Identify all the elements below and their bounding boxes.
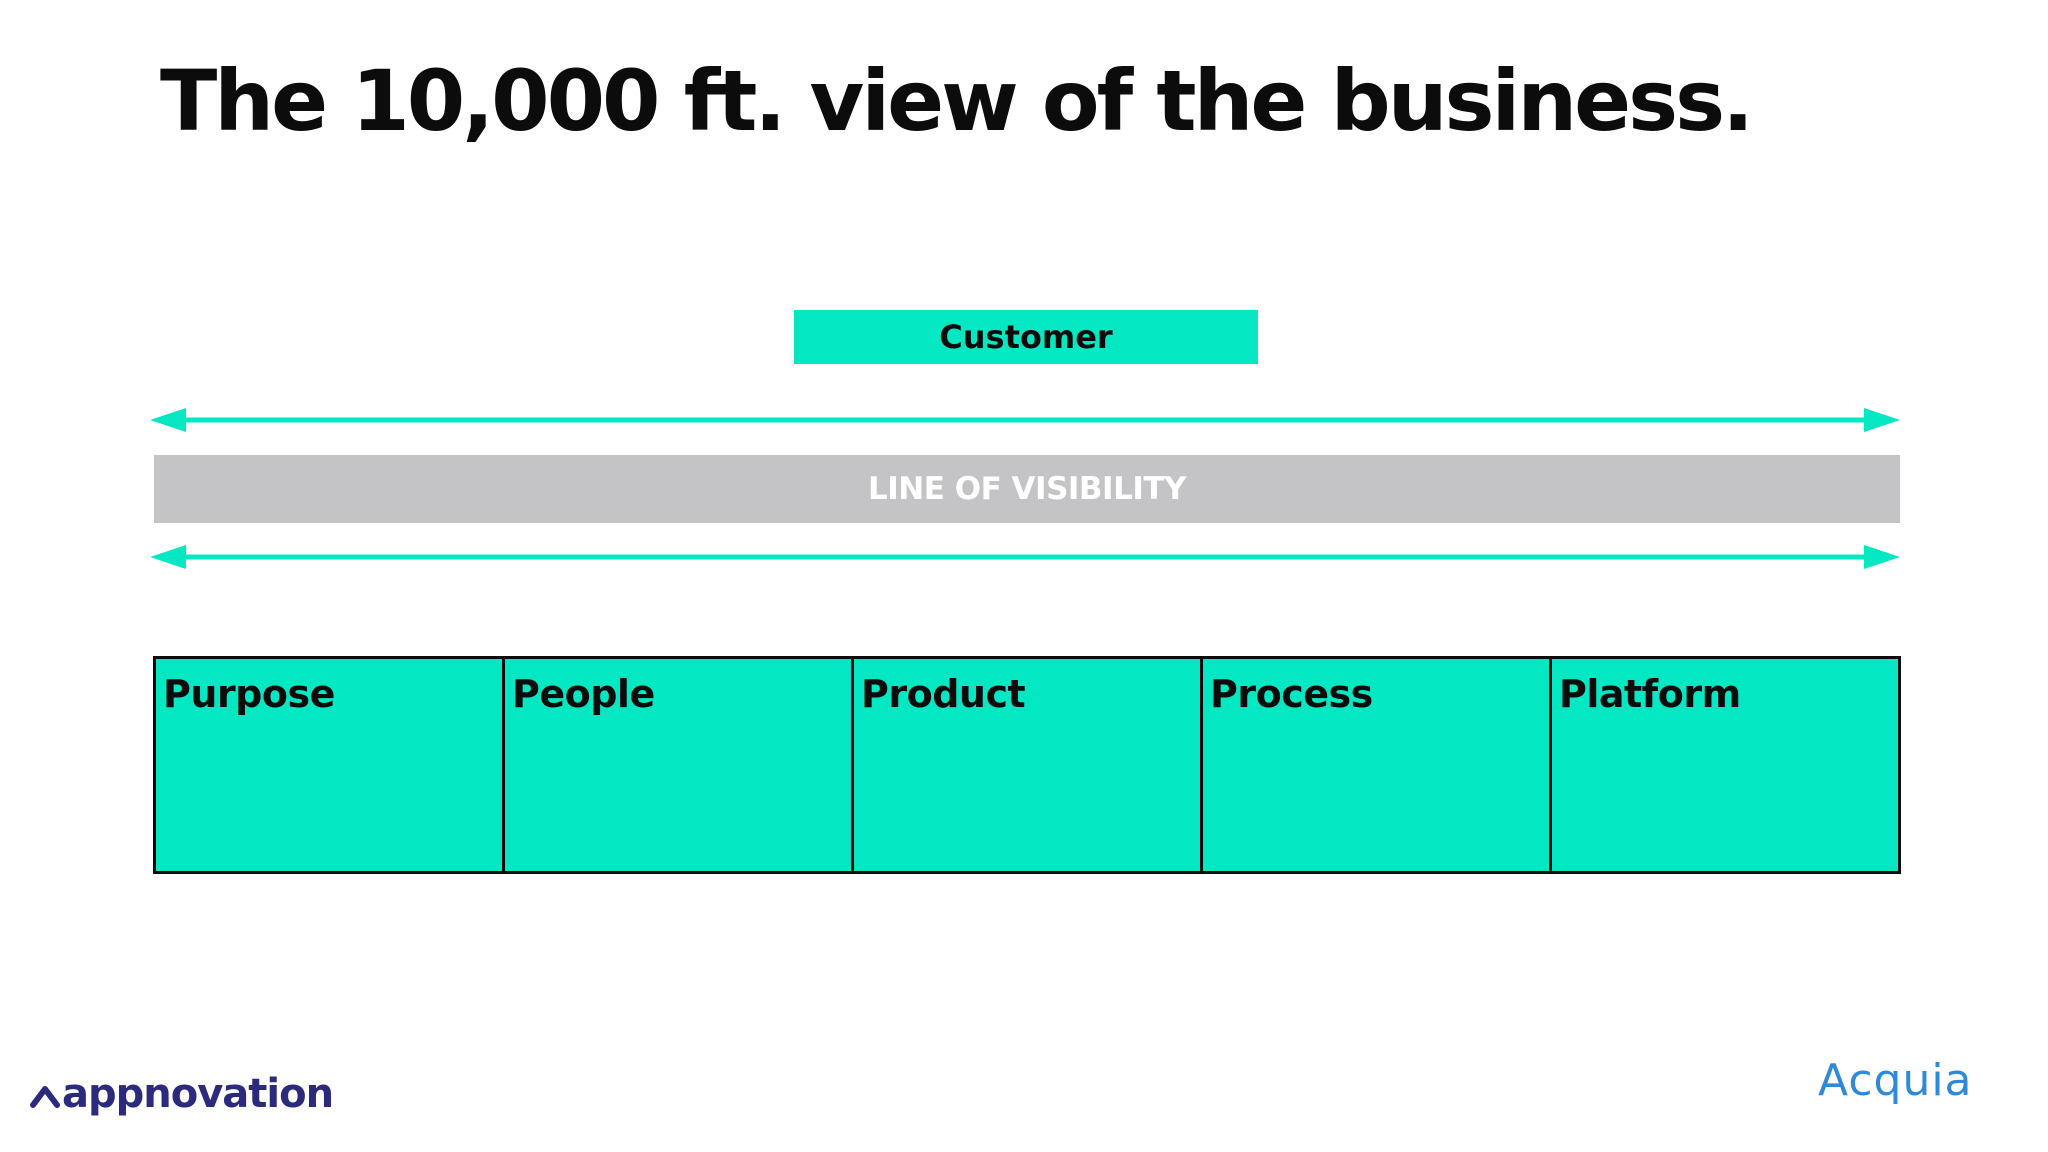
pillar-label: Product: [861, 672, 1026, 716]
pillar-label: Platform: [1559, 672, 1741, 716]
pillar-process: Process: [1203, 659, 1552, 871]
appnovation-logo-text: appnovation: [62, 1071, 334, 1117]
pillar-platform: Platform: [1552, 659, 1898, 871]
line-of-visibility-label: LINE OF VISIBILITY: [868, 471, 1186, 507]
slide-title: The 10,000 ft. view of the business.: [160, 52, 1754, 150]
pillar-people: People: [505, 659, 854, 871]
line-of-visibility-band: LINE OF VISIBILITY: [154, 455, 1900, 523]
customer-label: Customer: [939, 318, 1113, 356]
acquia-logo: Acquia: [1818, 1050, 1973, 1110]
appnovation-logo: appnovation: [30, 1064, 334, 1124]
acquia-logo-text: Acquia: [1818, 1054, 1973, 1106]
pillars-table: Purpose People Product Process Platform: [153, 656, 1901, 874]
bottom-double-arrow-icon: [150, 542, 1900, 572]
pillar-label: Process: [1210, 672, 1373, 716]
pillar-product: Product: [854, 659, 1203, 871]
customer-box: Customer: [794, 310, 1258, 364]
pillar-label: People: [512, 672, 655, 716]
caret-up-icon: [30, 1086, 60, 1108]
pillar-label: Purpose: [163, 672, 335, 716]
top-double-arrow-icon: [150, 405, 1900, 435]
pillar-purpose: Purpose: [156, 659, 505, 871]
